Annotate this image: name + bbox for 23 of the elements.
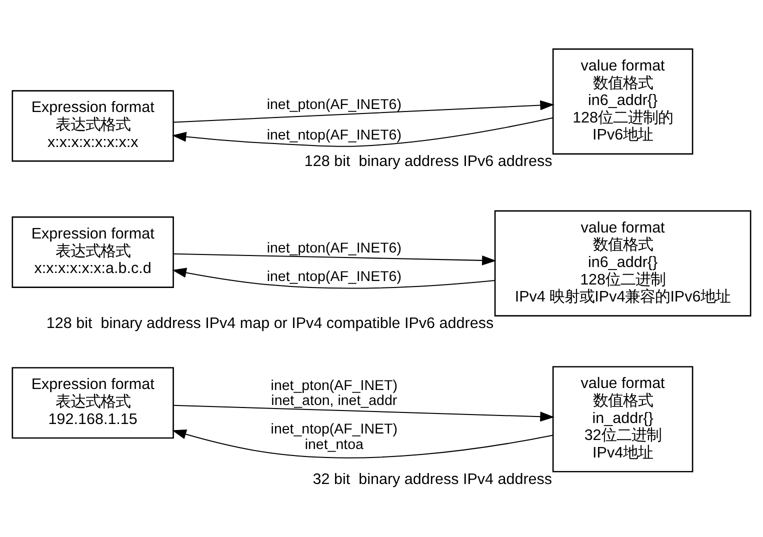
arrow — [173, 252, 496, 265]
node-box: Expression format 表达式格式 x:x:x:x:x:x:x:x — [12, 90, 174, 162]
arrow — [173, 404, 554, 422]
node-box: value format 数值格式 in6_addr{} 128位二进制 IPv4 映射或IPv4兼容的IPv6地址 — [494, 210, 752, 316]
node-label: 128 bit binary address IPv4 map or IPv4 compatible IPv6 address — [46, 314, 494, 332]
node-box: value format 数值格式 in_addr{} 32位二进制 IPv4地址 — [552, 366, 694, 472]
edge-label: inet_ntoa — [304, 436, 364, 452]
edge-label: inet_ntop(AF_INET) — [270, 421, 398, 438]
edge-label: inet_aton, inet_addr — [271, 392, 398, 409]
node-box: Expression format 表达式格式 192.168.1.15 — [12, 366, 174, 438]
arrow — [172, 116, 553, 146]
arrow — [172, 267, 495, 288]
arrow — [172, 428, 554, 458]
node-box: value format 数值格式 in6_addr{} 128位二进制的 IPv6地址 — [552, 48, 694, 154]
edge-label: inet_pton(AF_INET6) — [266, 96, 402, 112]
edge-label: inet_ntop(AF_INET6) — [266, 126, 402, 143]
edge-label: inet_ntop(AF_INET6) — [266, 268, 402, 284]
edge-label: inet_pton(AF_INET) — [270, 377, 398, 394]
node-label: 128 bit binary address IPv6 address — [304, 152, 552, 170]
arrow — [173, 100, 554, 122]
node-label: 32 bit binary address IPv4 address — [312, 470, 552, 488]
node-box: Expression format 表达式格式 x:x:x:x:x:x:a.b.c.d — [12, 216, 174, 288]
edge-label: inet_pton(AF_INET6) — [266, 240, 402, 256]
